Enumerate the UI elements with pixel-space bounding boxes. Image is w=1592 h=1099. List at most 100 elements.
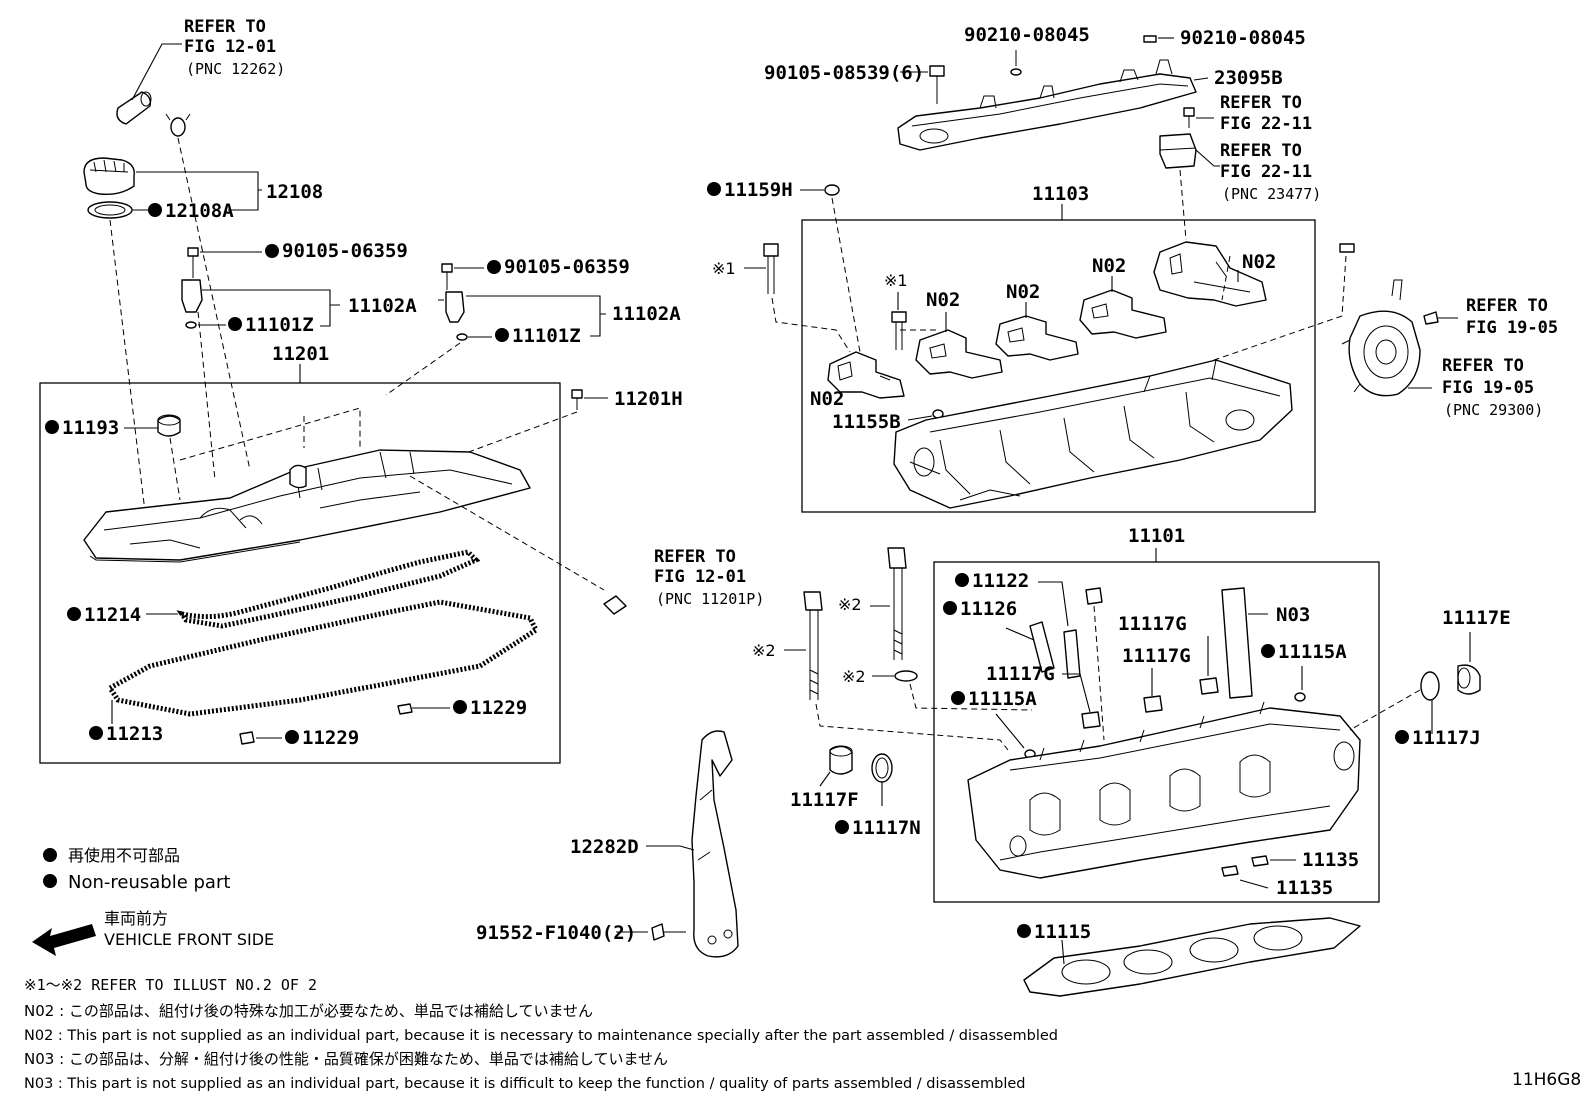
label-11155b: 11155B (832, 411, 901, 433)
vacuum-pump-drawing (1341, 279, 1421, 397)
label-11102a-left: 11102A (348, 295, 417, 317)
label-12108: 12108 (266, 181, 323, 203)
leader-12108 (136, 171, 262, 211)
vehicle-front-arrow-icon (32, 924, 96, 956)
mark-2-a: ※2 (838, 595, 862, 614)
bearing-cap-n02-5-drawing (1153, 241, 1267, 307)
part-11229-lower-drawing (239, 731, 255, 745)
bearing-cap-n02-4-drawing (1079, 289, 1167, 339)
plug-11159h-drawing (824, 184, 840, 196)
label-90210-08045-b: 90210-08045 (1180, 27, 1306, 49)
plate-n03-drawing (1221, 587, 1253, 699)
label-90105-06359-right: 90105-06359 (504, 256, 630, 278)
cylinder-head-cover-drawing (83, 449, 531, 563)
label-11117j: 11117J (1412, 727, 1481, 749)
bolt-fig-19-05-drawing (1423, 311, 1439, 325)
cam-position-sensor-left-drawing (181, 247, 203, 329)
head-gasket-11115-drawing (1023, 917, 1361, 997)
mark-1-middle: ※1 (884, 271, 908, 290)
label-n02-4: N02 (1092, 255, 1126, 277)
label-12108a: 12108A (165, 200, 234, 222)
pin-11135-b-drawing (1221, 865, 1239, 877)
label-n02-2: N02 (926, 289, 960, 311)
diagram-code: 11H6G8 (1512, 1070, 1581, 1090)
refer-to-label-19-05-a: REFER TO (1466, 296, 1548, 316)
label-11213: 11213 (106, 723, 163, 745)
fig-22-11-label-a: FIG 22-11 (1220, 114, 1312, 134)
label-11229-upper: 11229 (470, 697, 527, 719)
bolt-mark1-middle-drawing (891, 311, 907, 350)
label-n02-1: N02 (810, 388, 844, 410)
label-n02-3: N02 (1006, 281, 1040, 303)
refer-to-label-19-05-b: REFER TO (1442, 356, 1524, 376)
bolt-90210-08045-b-drawing (1143, 35, 1157, 43)
label-11214: 11214 (84, 604, 141, 626)
label-11115a-right: 11115A (1278, 641, 1347, 663)
fig-12-01-label-hose: FIG 12-01 (184, 37, 276, 57)
label-11201: 11201 (272, 343, 329, 365)
fig-19-05-label-b: FIG 19-05 (1442, 378, 1534, 398)
note-n02-en: N02 : This part is not supplied as an in… (24, 1028, 1058, 1044)
part-11229-upper-drawing (397, 703, 420, 715)
label-11103: 11103 (1032, 183, 1089, 205)
plug-11193-drawing (157, 414, 181, 437)
label-91552-f1040: 91552-F1040(2) (476, 922, 636, 944)
pnc-12262-label: (PNC 12262) (186, 60, 285, 78)
bearing-cap-n02-2-drawing (915, 329, 1003, 379)
legend-nonreusable-ja: 再使用不可部品 (68, 846, 180, 865)
nonreusable-dot-en (43, 874, 57, 888)
pnc-11201p-label: (PNC 11201P) (656, 590, 764, 608)
refer-to-label-22-11-a: REFER TO (1220, 93, 1302, 113)
oil-filler-cap-drawing (83, 157, 135, 219)
label-11159h: 11159H (724, 179, 793, 201)
cam-position-sensor-right-drawing (438, 263, 468, 341)
label-11115a-left: 11115A (968, 688, 1037, 710)
breather-hose-drawing (116, 43, 191, 137)
note-n02-ja: N02 : この部品は、組付け後の特殊な加工が必要なため、単品では補給していませ… (24, 1002, 593, 1020)
legend-nonreusable-en: Non-reusable part (68, 872, 230, 893)
bolt-90105-08539-drawing (929, 65, 945, 104)
bearing-cap-n02-1-drawing (827, 351, 905, 399)
label-11101z-left: 11101Z (245, 314, 314, 336)
pnc-29300-label: (PNC 29300) (1444, 401, 1543, 419)
refer-to-label-hose: REFER TO (184, 17, 266, 37)
fig-22-11-label-b: FIG 22-11 (1220, 162, 1312, 182)
camshaft-housing-group-box (801, 219, 1316, 513)
mark-2-c: ※2 (842, 667, 866, 686)
legend-front-ja: 車両前方 (104, 909, 168, 928)
label-11229-lower: 11229 (302, 727, 359, 749)
label-11135-b: 11135 (1276, 877, 1333, 899)
bolt-fig-22-11-drawing (1183, 107, 1195, 128)
label-11201h: 11201H (614, 388, 683, 410)
seal-11117g-c-drawing (1081, 711, 1101, 729)
nonreusable-dot-ja (43, 848, 57, 862)
label-11101z-right: 11101Z (512, 325, 581, 347)
label-12282d: 12282D (570, 836, 639, 858)
gasket-11214-drawing (176, 549, 481, 629)
label-11135-a: 11135 (1302, 849, 1359, 871)
note-n03-ja: N03 : この部品は、分解・組付け後の性能・品質確保が困難なため、単品では補給… (24, 1050, 668, 1068)
note-n03-en: N03 : This part is not supplied as an in… (24, 1076, 1025, 1092)
label-11193: 11193 (62, 417, 119, 439)
refer-to-label-11201p: REFER TO (654, 547, 736, 567)
label-11122: 11122 (972, 570, 1029, 592)
guide-11126-drawing (1029, 621, 1055, 673)
seal-11117e-drawing (1457, 664, 1481, 695)
seal-11117g-b-drawing (1143, 695, 1163, 713)
mark-1-left: ※1 (712, 259, 736, 278)
bolt-11201h-drawing (571, 389, 583, 410)
label-11117g-c: 11117G (986, 663, 1055, 685)
guide-11122-drawing (1063, 629, 1081, 679)
label-90210-08045-a: 90210-08045 (964, 24, 1090, 46)
label-11117g-b: 11117G (1122, 645, 1191, 667)
head-bolt-long-b-drawing (803, 591, 823, 700)
pnc-23477-label: (PNC 23477) (1222, 185, 1321, 203)
label-n03: N03 (1276, 604, 1310, 626)
bolt-91552-drawing (651, 923, 686, 941)
label-90105-08539: 90105-08539(6) (764, 62, 924, 84)
fig-12-01-label-11201p: FIG 12-01 (654, 567, 746, 587)
legend-front-en: VEHICLE FRONT SIDE (104, 930, 274, 949)
label-11126: 11126 (960, 598, 1017, 620)
label-11115: 11115 (1034, 921, 1091, 943)
